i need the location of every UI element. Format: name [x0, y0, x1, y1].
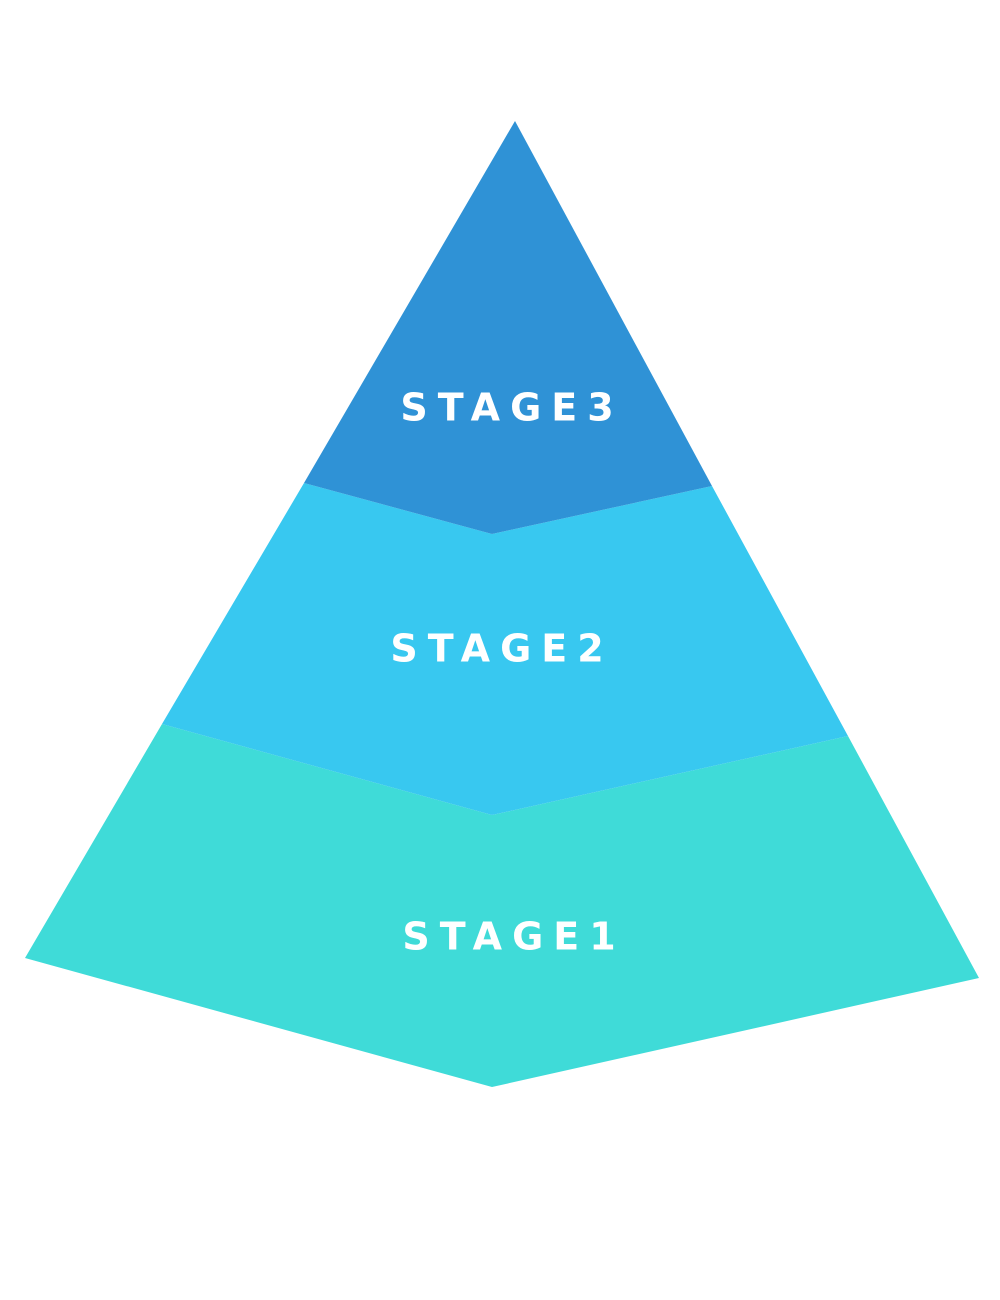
stage1-label: STAGE1: [402, 915, 625, 959]
stage3-tier: [304, 121, 712, 534]
stage1-tier: [25, 724, 979, 1087]
stage2-label: STAGE2: [390, 627, 613, 671]
stage2-tier: [162, 483, 848, 815]
stage3-label: STAGE3: [400, 386, 623, 430]
